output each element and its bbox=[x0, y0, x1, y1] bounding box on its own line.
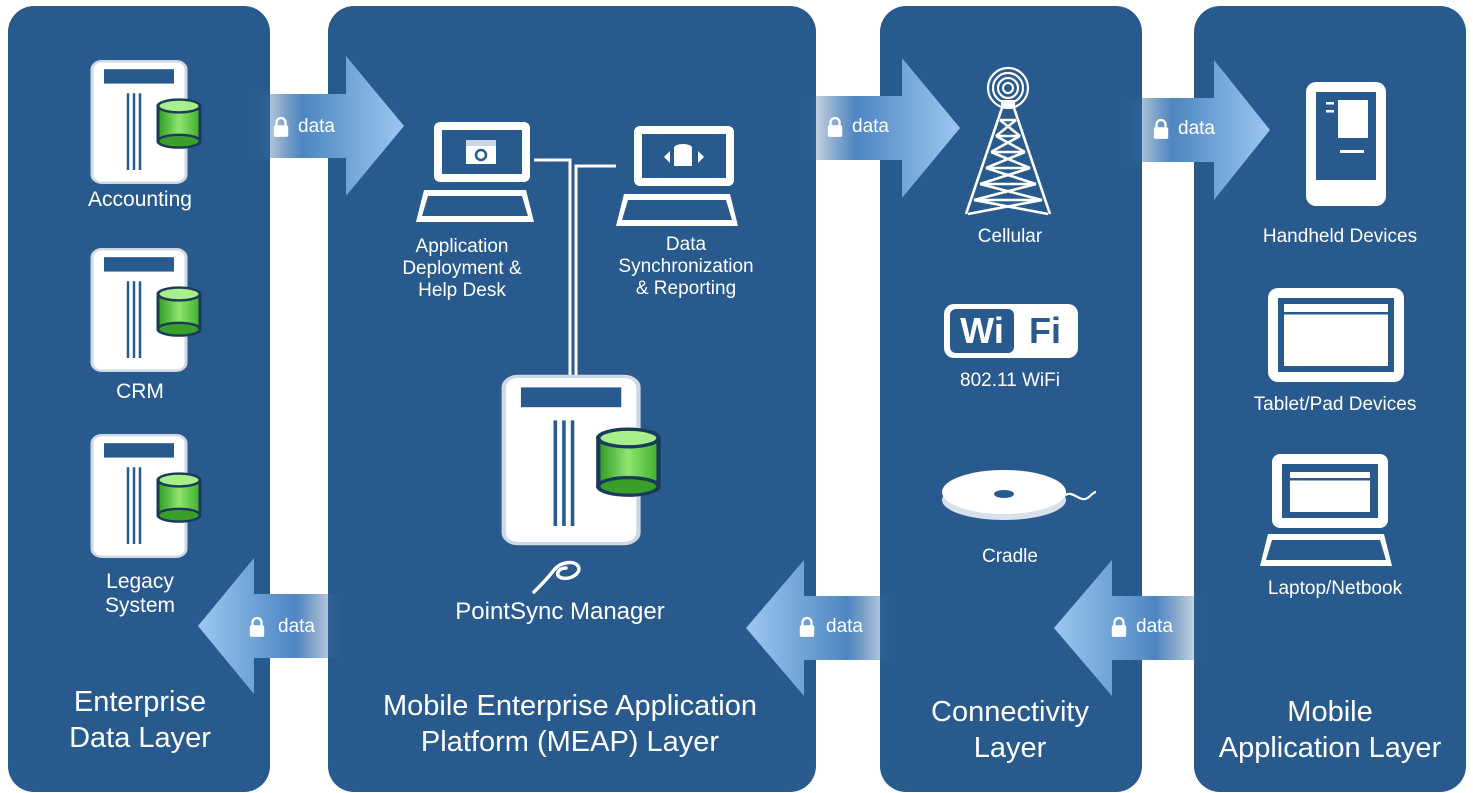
connectivity-title-line-2: Layer bbox=[973, 732, 1047, 764]
meap-layer-title: Mobile Enterprise Application Platform (… bbox=[340, 688, 800, 760]
meap-title-line-2: Platform (MEAP) Layer bbox=[420, 726, 720, 758]
data-label-left-2: data bbox=[826, 616, 863, 637]
cellular-label: Cellular bbox=[977, 226, 1043, 247]
enterprise-layer-title: Enterprise Data Layer bbox=[20, 684, 260, 756]
data-synchronization-label: Data Synchronization & Reporting bbox=[596, 234, 776, 300]
data-sync-line-3: & Reporting bbox=[635, 278, 737, 299]
app-deploy-line-2: Deployment & bbox=[402, 258, 522, 279]
application-deployment-laptop-icon bbox=[416, 122, 534, 222]
data-label-right-2: data bbox=[852, 116, 889, 137]
legacy-system-label: Legacy System bbox=[60, 570, 220, 618]
mobile-title-line-1: Mobile bbox=[1287, 696, 1373, 728]
accounting-server-icon bbox=[88, 58, 208, 186]
tablet-pad-devices-label: Tablet/Pad Devices bbox=[1253, 394, 1417, 415]
data-label-right-3: data bbox=[1178, 118, 1215, 139]
app-deploy-line-1: Application bbox=[415, 236, 509, 257]
data-arrow-right-3 bbox=[1120, 60, 1270, 200]
data-label-left-3: data bbox=[1136, 616, 1173, 637]
lock-icon bbox=[826, 116, 844, 138]
pointsync-manager-label: PointSync Manager bbox=[455, 598, 665, 625]
crm-server-icon bbox=[88, 246, 208, 374]
crm-label: CRM bbox=[116, 380, 164, 403]
handheld-devices-label: Handheld Devices bbox=[1262, 226, 1418, 247]
pointsync-logo-icon bbox=[532, 560, 581, 594]
data-arrow-right-1 bbox=[248, 56, 404, 196]
connectivity-title-line-1: Connectivity bbox=[931, 696, 1089, 728]
wifi-logo-icon: Wi Fi bbox=[944, 304, 1078, 358]
connectivity-layer-title: Connectivity Layer bbox=[890, 694, 1130, 766]
lock-icon bbox=[1152, 118, 1170, 140]
cellular-tower-icon bbox=[964, 66, 1052, 216]
laptop-netbook-label: Laptop/Netbook bbox=[1267, 578, 1403, 599]
data-arrow-right-2 bbox=[800, 58, 960, 198]
data-sync-line-1: Data bbox=[665, 234, 707, 255]
enterprise-title-line-1: Enterprise bbox=[73, 686, 207, 718]
tablet-device-icon bbox=[1268, 288, 1404, 382]
mobile-application-layer-title: Mobile Application Layer bbox=[1196, 694, 1464, 766]
connector-lines bbox=[534, 158, 616, 378]
app-deploy-line-3: Help Desk bbox=[418, 280, 506, 301]
data-arrow-left-1 bbox=[198, 558, 348, 694]
lock-icon bbox=[798, 616, 816, 638]
legacy-line-1: Legacy bbox=[106, 570, 174, 593]
application-deployment-label: Application Deployment & Help Desk bbox=[372, 236, 552, 302]
handheld-device-icon bbox=[1306, 82, 1386, 206]
accounting-label: Accounting bbox=[88, 188, 192, 211]
data-sync-line-2: Synchronization bbox=[618, 256, 754, 277]
legacy-line-2: System bbox=[104, 594, 175, 617]
data-synchronization-laptop-icon bbox=[616, 126, 738, 226]
data-label-left-1: data bbox=[278, 616, 315, 637]
data-arrow-left-2 bbox=[746, 560, 902, 696]
wifi-logo-left: Wi bbox=[950, 309, 1014, 353]
mobile-title-line-2: Application Layer bbox=[1218, 732, 1442, 764]
cradle-icon bbox=[942, 470, 1097, 520]
wifi-label: 802.11 WiFi bbox=[960, 370, 1060, 391]
lock-icon bbox=[1110, 616, 1128, 638]
data-label-right-1: data bbox=[298, 116, 335, 137]
wifi-logo-right: Fi bbox=[1029, 310, 1061, 351]
lock-icon bbox=[272, 116, 290, 138]
laptop-netbook-icon bbox=[1260, 454, 1392, 566]
data-arrow-left-3 bbox=[1054, 560, 1210, 696]
enterprise-title-line-2: Data Layer bbox=[69, 722, 211, 754]
lock-icon bbox=[248, 616, 266, 638]
legacy-system-server-icon bbox=[88, 432, 208, 560]
meap-title-line-1: Mobile Enterprise Application bbox=[383, 690, 757, 722]
cradle-label: Cradle bbox=[982, 546, 1038, 567]
pointsync-manager-server-icon bbox=[498, 372, 670, 548]
